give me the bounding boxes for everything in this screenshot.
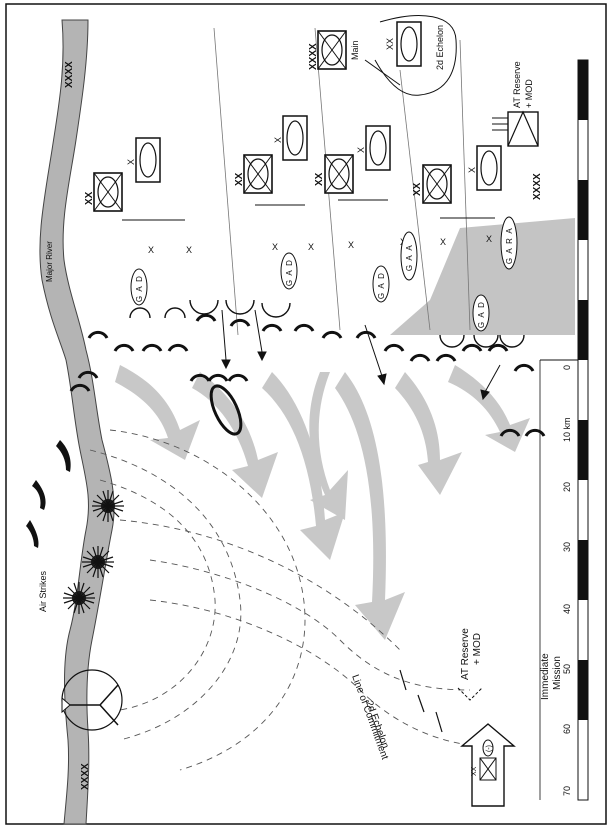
reinforce-xx: XX [471, 766, 478, 776]
second-echelon-bubble [374, 15, 457, 96]
major-river [39, 19, 115, 825]
x-label: X [467, 167, 477, 173]
scale-tick: 0 [562, 365, 572, 370]
scale-tick: 50 [562, 664, 572, 674]
scale-tick: 30 [562, 542, 572, 552]
dag-letter: D [477, 302, 486, 308]
scale-bar [539, 59, 589, 801]
xxxx-right-label: XXXX [532, 173, 543, 200]
immediate-label: Immediate [540, 653, 551, 700]
brigade-unit [365, 125, 391, 171]
air-strikes-label: Air Strikes [38, 570, 48, 612]
page-frame [5, 3, 607, 825]
x-label: X [126, 159, 136, 165]
svg-text:+ MOD: + MOD [524, 79, 534, 108]
x-label: X [356, 147, 366, 153]
main-label: Main [350, 40, 360, 60]
x-marker: X [308, 242, 314, 252]
unit-circle-symbol [61, 669, 123, 731]
dag-letter: G [477, 322, 486, 328]
objective-oval [209, 384, 243, 436]
brigade-unit [282, 115, 308, 161]
scale-tick: 40 [562, 604, 572, 614]
dag-letter: G [377, 293, 386, 299]
svg-text:AT Reserve: AT Reserve [512, 61, 522, 108]
reinforcement-arrow [460, 723, 516, 807]
scale-tick: 20 [562, 482, 572, 492]
x-label: X [273, 137, 283, 143]
xx-label: XX [412, 182, 423, 196]
attack-arrows [115, 365, 530, 640]
at-reserve-bottom-mod: + MOD [472, 633, 483, 665]
army-main-unit [317, 30, 347, 70]
mission-label: Mission [552, 656, 563, 690]
xxxx-bottom-label: XXXX [80, 763, 91, 790]
dag-letter: A [405, 255, 414, 261]
division-unit [243, 154, 273, 194]
aircraft-marks [26, 440, 71, 548]
axis-lines [213, 27, 471, 336]
xx-label: XX [84, 191, 95, 205]
dag-letter: A [405, 245, 414, 251]
dag-letter: D [377, 273, 386, 279]
arag-letter: A [505, 228, 514, 234]
movement-arrows [221, 309, 501, 401]
arag-letter: R [505, 238, 514, 244]
division-unit [324, 154, 354, 194]
scale-tick: 70 [562, 786, 572, 796]
xxxx-top-label: XXXX [64, 61, 75, 88]
x-marker: X [272, 242, 278, 252]
brigade-unit [135, 137, 161, 183]
arag-letter: G [505, 258, 514, 264]
engagement-zone [108, 218, 575, 335]
dag-letter: A [477, 312, 486, 318]
xxxx-label: XXXX [308, 43, 319, 70]
x-marker: X [486, 234, 492, 244]
thin-arcs [129, 299, 525, 348]
dag-letter: D [135, 276, 144, 282]
dag-letter: G [135, 296, 144, 302]
dag-letter: G [405, 265, 414, 271]
second-echelon-unit [396, 21, 422, 67]
dag-letter: A [285, 270, 294, 276]
at-reserve-top: AT Reserve + MOD [492, 61, 539, 147]
x-marker: X [440, 237, 446, 247]
major-river-label: Major River [45, 241, 54, 282]
scale-tick: 60 [562, 724, 572, 734]
scale-tick: 10 km [562, 417, 572, 442]
at-reserve-bottom-label: AT Reserve [460, 628, 471, 680]
fan-lines [89, 429, 471, 771]
brigade-unit [476, 145, 502, 191]
x-marker: X [186, 245, 192, 255]
x-marker: X [148, 245, 154, 255]
at-reserve-bottom-bracket [457, 687, 483, 701]
boundary-ticks [122, 199, 495, 221]
division-unit [422, 164, 452, 204]
x-marker: X [348, 240, 354, 250]
arag-letter: A [505, 248, 514, 254]
dag-letter: A [135, 286, 144, 292]
division-unit [93, 172, 123, 212]
xx-label: XX [314, 172, 325, 186]
commitment-ticks [399, 669, 443, 733]
second-echelon-label: 2d Echelon [435, 25, 445, 70]
dag-letter: A [377, 283, 386, 289]
dag-ovals [130, 216, 518, 332]
xx-label: XX [234, 172, 245, 186]
dag-letter: G [285, 280, 294, 286]
reinforce-minus: (-) [486, 745, 493, 752]
dag-letter: D [285, 260, 294, 266]
xx-label: XX [385, 38, 395, 50]
